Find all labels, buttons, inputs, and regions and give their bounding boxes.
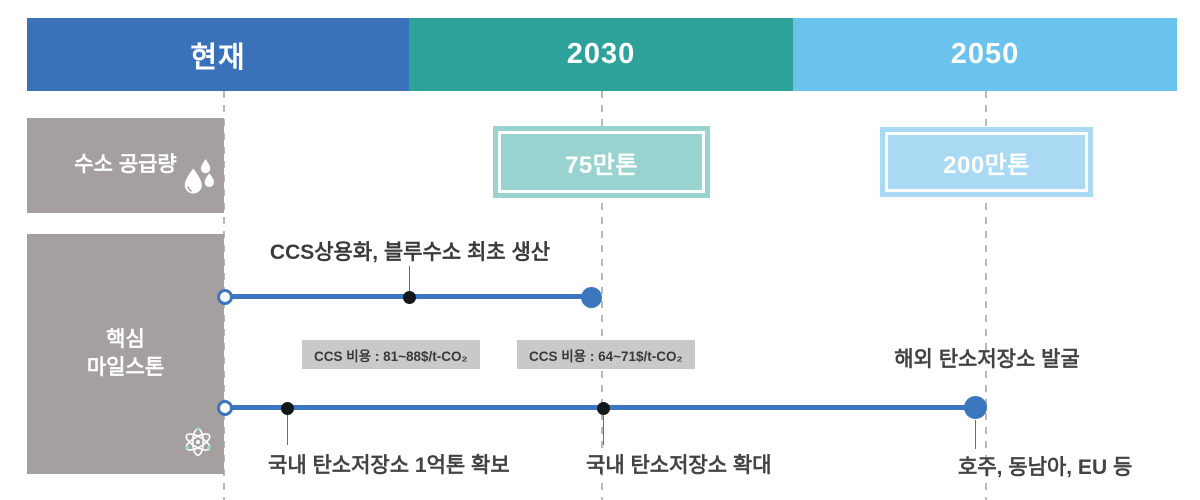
atom-icon (181, 425, 215, 467)
timeline1-title: CCS상용화, 블루수소 최초 생산 (269, 241, 551, 264)
supply-badge-2030-label: 75만톤 (498, 131, 705, 193)
supply-badge-2030: 75만톤 (493, 126, 710, 198)
gridline-2030 (601, 91, 603, 500)
timeline2-dot-2030 (596, 401, 610, 415)
row-label-key-milestones: 핵심 마일스톤 (27, 234, 224, 474)
header-segment-2030: 2030 (409, 18, 793, 91)
row-label-key-milestones-text: 핵심 마일스톤 (87, 326, 164, 383)
timeline2-label-2050-bottom: 호주, 동남아, EU 등 (958, 456, 1133, 479)
timeline1-end-dot (580, 286, 602, 308)
row-label-hydrogen-supply-text: 수소 공급량 (74, 153, 177, 177)
header-segment-2050: 2050 (793, 18, 1177, 91)
timeline1-connector (408, 266, 410, 292)
timeline2-connector-2030 (602, 414, 604, 445)
water-drops-icon (181, 158, 215, 206)
row-label-hydrogen-supply: 수소 공급량 (27, 118, 224, 213)
gridline-2050 (985, 91, 987, 500)
ccs-cost-badge-current: CCS 비용 : 81~88$/t-CO₂ (302, 340, 480, 369)
row-label-line2: 마일스톤 (86, 356, 165, 379)
timeline2-dot-current (280, 401, 294, 415)
timeline2-start-ring (217, 400, 233, 416)
ccs-cost-badge-2030: CCS 비용 : 64~71$/t-CO₂ (517, 340, 695, 369)
header-segment-current: 현재 (27, 18, 409, 91)
timeline2-connector-current (286, 414, 288, 445)
timeline2-label-2050-top: 해외 탄소저장소 발굴 (894, 348, 1080, 371)
row-label-line1: 핵심 (106, 327, 145, 351)
timeline2-label-2030: 국내 탄소저장소 확대 (586, 454, 772, 477)
supply-badge-2050: 200만톤 (880, 127, 1093, 197)
timeline1-start-ring (217, 289, 233, 305)
timeline1-mid-dot (402, 290, 416, 304)
timeline2-end-dot (963, 396, 987, 419)
timeline2-label-current: 국내 탄소저장소 1억톤 확보 (268, 454, 510, 477)
supply-badge-2050-label: 200만톤 (885, 132, 1088, 192)
timeline2-connector-2050 (974, 420, 976, 449)
